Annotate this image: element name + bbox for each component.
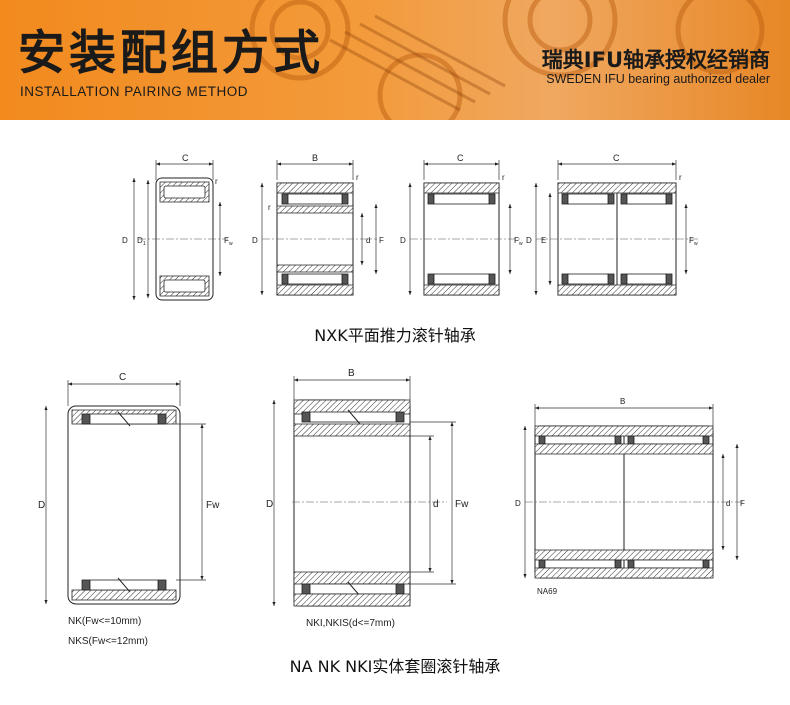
dim-label-d: D: [38, 500, 45, 511]
note-nki: NKI,NKIS(d<=7mm): [306, 618, 395, 629]
dim-label-fw-sub: w: [694, 241, 698, 247]
dim-label-d1: D: [137, 236, 143, 245]
dim-label-fw: F: [514, 236, 519, 245]
dim-label-d1-sub: 1: [143, 241, 146, 247]
page-title: 安装配组方式: [18, 26, 324, 81]
header-banner: 安装配组方式 INSTALLATION PAIRING METHOD 瑞典IFU…: [0, 0, 790, 120]
drawing-nxk-open: C r D F w: [400, 153, 523, 296]
drawing-nxk-inner-ring: B r r D d F: [252, 153, 384, 296]
dealer-label-cn: 瑞典IFU轴承授权经销商: [541, 48, 770, 72]
dim-label-b: B: [348, 368, 355, 379]
drawing-na69: B D d F NA69: [515, 397, 745, 596]
drawing-nk: C D Fw NK(Fw<=10mm) NKS(Fw<=12mm): [38, 372, 220, 647]
drawing-nxk-double: C r D E F w: [526, 153, 698, 296]
dim-label-r: r: [679, 173, 682, 182]
dim-label-fw-sub: w: [519, 241, 523, 247]
dealer-label-en: SWEDEN IFU bearing authorized dealer: [546, 72, 770, 86]
dim-label-d: D: [515, 499, 521, 508]
dim-label-c: C: [457, 153, 464, 163]
dim-label-f: F: [379, 236, 384, 245]
dim-label-fw: F: [224, 236, 229, 245]
drawing-nki: B D d Fw NKI,NKIS(d<=7mm): [266, 368, 469, 629]
note-nk: NK(Fw<=10mm): [68, 616, 141, 627]
dim-label-d-inner: d: [433, 499, 439, 510]
drawing-nxk-single: C r D D 1 F w: [122, 153, 233, 301]
dim-label-d: D: [400, 236, 406, 245]
dim-label-f: F: [740, 499, 745, 508]
dim-label-d: D: [266, 499, 273, 510]
note-nks: NKS(Fw<=12mm): [68, 636, 148, 647]
banner-bearing-decoration: [249, 0, 765, 120]
dim-label-r2: r: [268, 203, 271, 212]
dim-label-d: D: [252, 236, 258, 245]
note-na69: NA69: [537, 587, 558, 596]
section-caption-na-nk-nki: NA NK NKI实体套圈滚针轴承: [289, 657, 501, 676]
dim-label-c: C: [613, 153, 620, 163]
dim-label-r: r: [356, 173, 359, 182]
dim-label-fw: F: [689, 236, 694, 245]
dim-label-d-inner: d: [366, 236, 370, 245]
dim-label-b: B: [620, 397, 625, 406]
dim-label-r: r: [502, 173, 505, 182]
dim-label-fw: Fw: [206, 500, 220, 511]
dim-label-e: E: [541, 236, 546, 245]
dim-label-c: C: [119, 372, 126, 383]
dim-label-d: D: [526, 236, 532, 245]
dim-label-c: C: [182, 153, 189, 163]
dim-label-fw: Fw: [455, 499, 469, 510]
section-caption-nxk: NXK平面推力滚针轴承: [314, 326, 476, 345]
dim-label-d-inner: d: [726, 499, 730, 508]
dim-label-d: D: [122, 236, 128, 245]
dim-label-r: r: [215, 177, 218, 186]
page-subtitle: INSTALLATION PAIRING METHOD: [20, 84, 249, 99]
dim-label-b: B: [312, 153, 318, 163]
dim-label-fw-sub: w: [229, 241, 233, 247]
